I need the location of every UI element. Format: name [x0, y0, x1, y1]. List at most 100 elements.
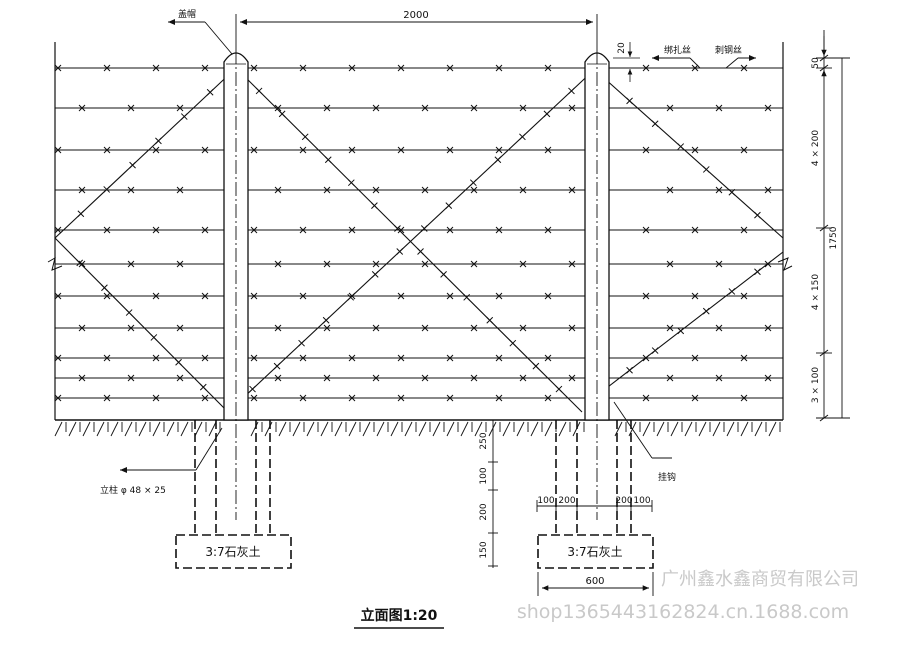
barb-mark: [152, 226, 160, 234]
hatch-stroke: [96, 421, 105, 437]
barb-mark: [103, 226, 111, 234]
hatch-stroke: [82, 421, 91, 437]
barb-mark: [715, 104, 723, 112]
barb-mark: [421, 260, 429, 268]
barb-mark: [348, 354, 356, 362]
barb-mark: [176, 186, 184, 194]
barb-mark: [544, 394, 552, 402]
diagonal-barb: [180, 113, 188, 120]
dim-150: 150: [479, 541, 489, 558]
hatch-stroke: [670, 421, 679, 437]
barb-mark: [103, 394, 111, 402]
hatch-stroke: [614, 421, 623, 437]
barbed-wire-label: 刺钢丝: [715, 44, 742, 56]
barb-mark: [54, 64, 62, 72]
barb-mark: [54, 146, 62, 154]
barb-mark: [299, 354, 307, 362]
footing-label-right: 3:7石灰土: [567, 545, 622, 559]
diagonal-barb: [651, 120, 659, 128]
barb-mark: [740, 354, 748, 362]
barb-mark: [740, 394, 748, 402]
diagonal-barb: [206, 88, 214, 96]
barbed-wire-leader: [725, 57, 739, 69]
barb-mark: [274, 186, 282, 194]
diagonal-barb: [568, 87, 575, 95]
barb-mark: [103, 354, 111, 362]
cap-dim-label: 20: [617, 42, 627, 54]
barb-mark: [274, 104, 282, 112]
barb-mark: [642, 292, 650, 300]
diagonal-barb: [249, 385, 256, 393]
diagonal-barb: [677, 143, 685, 150]
barb-mark: [299, 64, 307, 72]
diagonal-barb: [420, 225, 428, 232]
barb-mark: [323, 374, 331, 382]
diagonal-barb: [445, 202, 453, 209]
barb-mark: [446, 146, 454, 154]
diagonal-barb: [626, 97, 633, 105]
barb-mark: [666, 186, 674, 194]
hatch-stroke: [544, 421, 553, 437]
hatch-stroke: [488, 421, 497, 437]
dim-50: 50: [811, 57, 821, 69]
barb-mark: [470, 324, 478, 332]
barb-mark: [323, 324, 331, 332]
diagonal-barb: [371, 202, 378, 209]
dim-tick: [819, 349, 829, 357]
cap-label: 盖帽: [178, 8, 196, 20]
barb-mark: [372, 104, 380, 112]
barb-mark: [642, 146, 650, 154]
barb-mark: [54, 354, 62, 362]
diagonal-barb: [278, 110, 286, 118]
hatch-stroke: [348, 421, 357, 437]
barb-mark: [152, 64, 160, 72]
barb-mark: [519, 104, 527, 112]
barb-mark: [519, 186, 527, 194]
barb-mark: [544, 292, 552, 300]
barb-mark: [470, 374, 478, 382]
hatch-stroke: [180, 421, 189, 437]
drawing-title: 立面图1:20: [361, 607, 438, 624]
barb-mark: [323, 260, 331, 268]
foundation-right: [537, 420, 654, 569]
right-dimension-ticks: [819, 54, 829, 422]
diagonal-barb: [150, 334, 158, 341]
dim-4x200: 4 × 200: [811, 130, 821, 166]
barb-mark: [372, 186, 380, 194]
diagonal-barb: [273, 362, 281, 370]
hatch-stroke: [516, 421, 525, 437]
barb-mark: [397, 226, 405, 234]
hatch-stroke: [530, 421, 539, 437]
post-leader: [195, 427, 223, 471]
cap-leader: [204, 21, 233, 55]
dim-100: 100: [479, 467, 489, 484]
barb-mark: [348, 394, 356, 402]
barb-mark: [544, 226, 552, 234]
barb-mark: [495, 64, 503, 72]
diagonal-barb: [77, 210, 85, 218]
barb-mark: [446, 292, 454, 300]
dim-b100-right: 100: [633, 496, 650, 506]
barb-mark: [691, 64, 699, 72]
dim-200: 200: [479, 503, 489, 520]
cap-dimension: [613, 42, 640, 82]
barb-mark: [715, 260, 723, 268]
hatch-stroke: [334, 421, 343, 437]
barb-mark: [54, 226, 62, 234]
barb-mark: [201, 64, 209, 72]
barb-mark: [397, 354, 405, 362]
foundation-horizontal-dims: [536, 500, 654, 596]
diagonal-barb: [125, 309, 133, 316]
barb-mark: [54, 292, 62, 300]
diagonal-barb: [347, 293, 355, 301]
barb-mark: [568, 324, 576, 332]
barb-mark: [201, 226, 209, 234]
hatch-stroke: [376, 421, 385, 437]
barb-mark: [568, 104, 576, 112]
diagonal-barb: [626, 366, 633, 374]
diagonal-barb: [754, 268, 761, 276]
barb-mark: [299, 394, 307, 402]
diagonal-barb: [371, 271, 379, 278]
barb-mark: [642, 64, 650, 72]
dim-600: 600: [585, 576, 604, 587]
